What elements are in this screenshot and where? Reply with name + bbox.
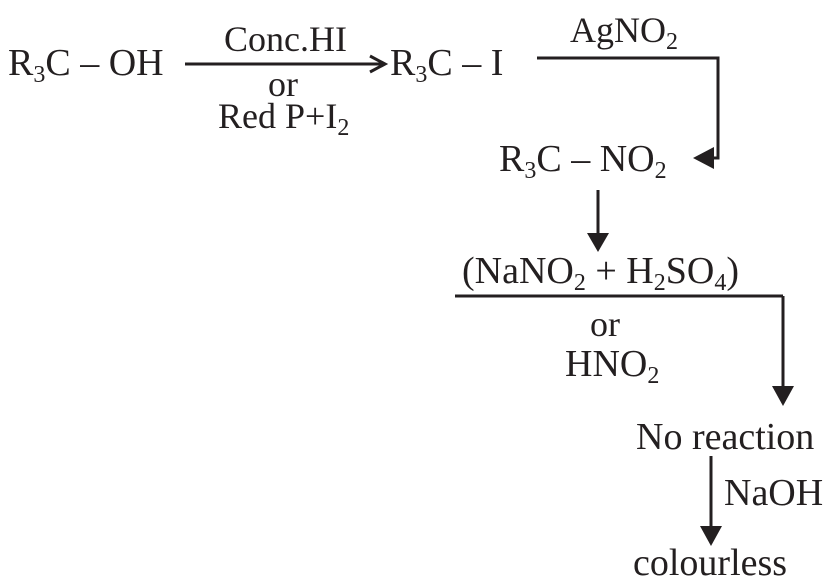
nitro-formula: R3C – NO2 (499, 138, 667, 184)
result-no-reaction: No reaction (636, 416, 815, 458)
reagent-nano2-h2so4: (NaNO2 + H2SO4) (462, 250, 739, 296)
arrow-step3-head (587, 233, 609, 252)
reagent-or-1: or (268, 64, 298, 104)
arrow-step2-head (693, 147, 714, 169)
reagent-agno2: AgNO2 (570, 10, 678, 55)
arrow-step1-head (369, 54, 389, 74)
reagent-naoh: NaOH (724, 472, 824, 514)
iodide-formula: R3C – I (390, 42, 504, 88)
reagent-or-2: or (590, 304, 620, 344)
reagent-red-p-i2: Red P+I2 (218, 96, 350, 141)
reactant-formula: R3C – OH (8, 42, 164, 88)
reagent-hno2: HNO2 (565, 343, 660, 389)
reagent-conc-hi: Conc.HI (224, 19, 347, 59)
arrow-side-head (772, 386, 794, 406)
arrow-step2-path (537, 56, 720, 160)
result-colourless: colourless (633, 542, 788, 584)
arrow-step4-head (700, 526, 722, 546)
